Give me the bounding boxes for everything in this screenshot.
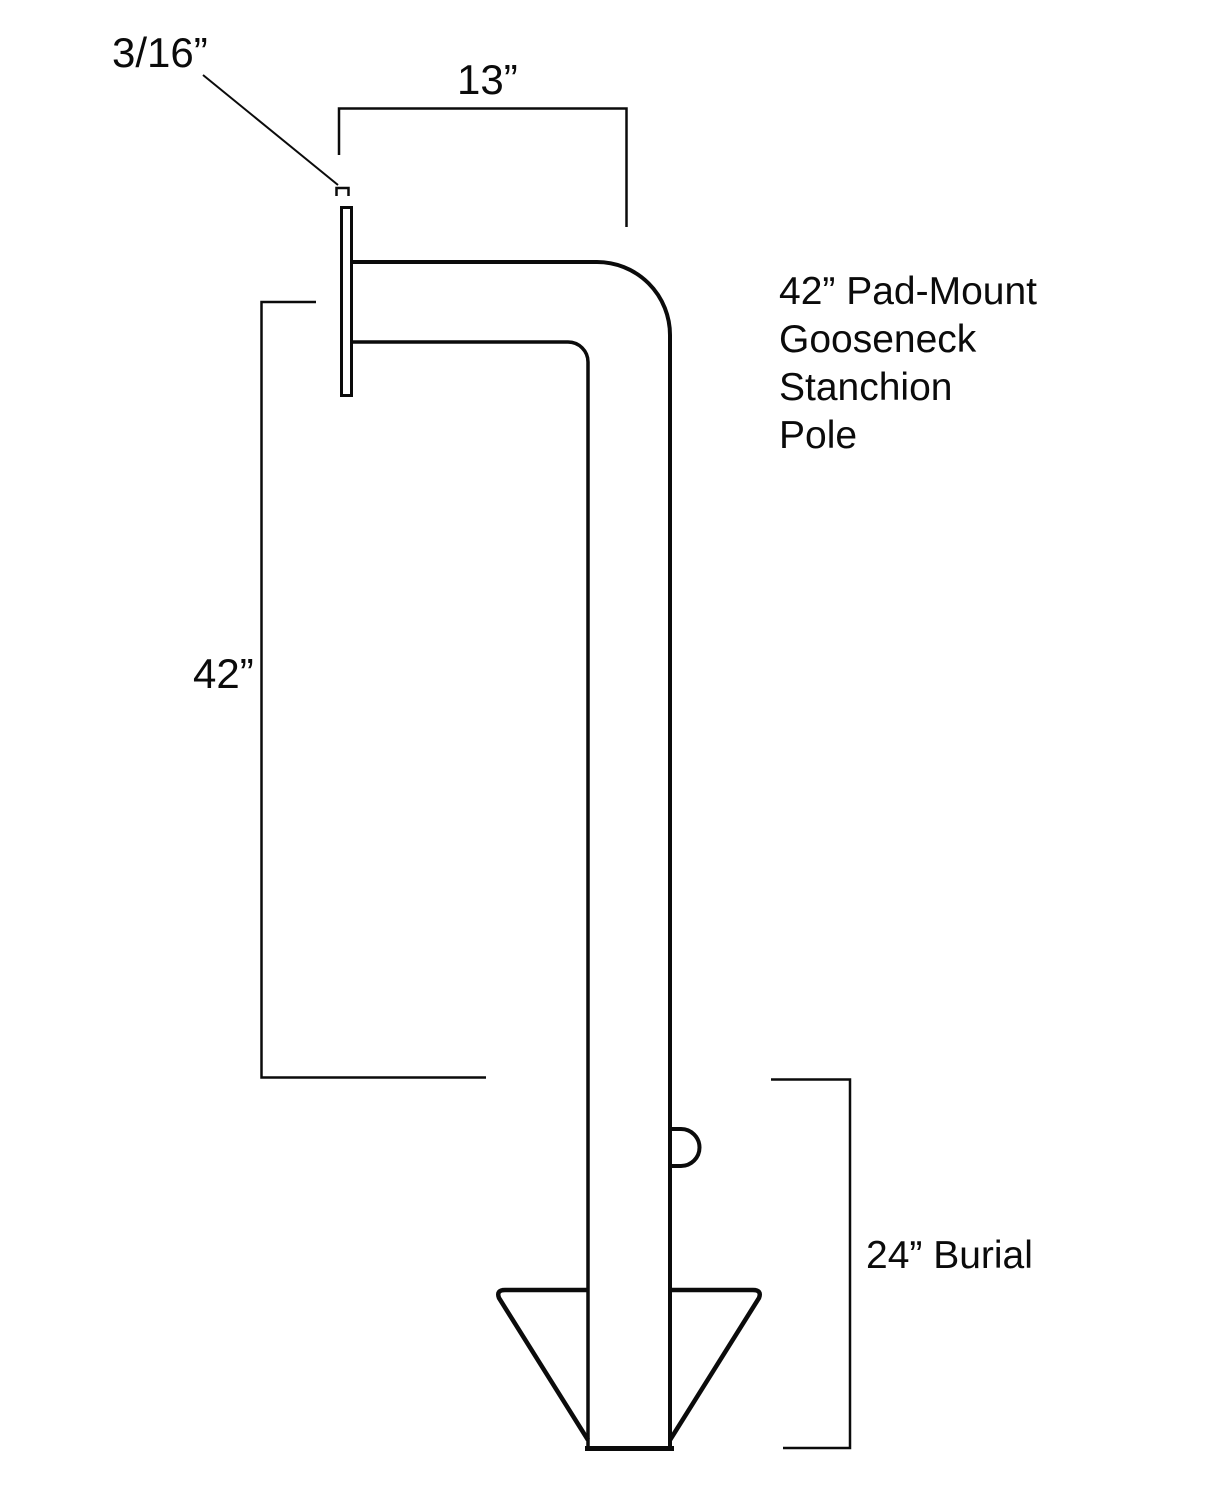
pole-height-label: 42”: [193, 650, 254, 697]
ground-lug-icon: [670, 1127, 702, 1168]
dim-leader-3-16in: [202, 74, 339, 186]
burial-depth-label: 24” Burial: [866, 1234, 1033, 1277]
gooseneck-inner-line: [352, 340, 590, 1449]
dim-bracket-24in: [771, 1078, 852, 1450]
anchor-fin-left: [496, 1287, 590, 1442]
dim-thickness-tick: [335, 186, 350, 196]
mounting-plate: [340, 206, 353, 397]
dim-bracket-42in: [260, 300, 486, 1079]
dim-bracket-13in: [337, 107, 628, 227]
gooseneck-reach-label: 13”: [457, 56, 518, 103]
diagram-title: 42” Pad-Mount Gooseneck Stanchion Pole: [779, 270, 1037, 457]
linework-group: [202, 74, 852, 1451]
anchor-fin-right: [668, 1287, 762, 1442]
plate-thickness-label: 3/16”: [112, 29, 208, 76]
gooseneck-outer-line: [352, 260, 672, 1449]
